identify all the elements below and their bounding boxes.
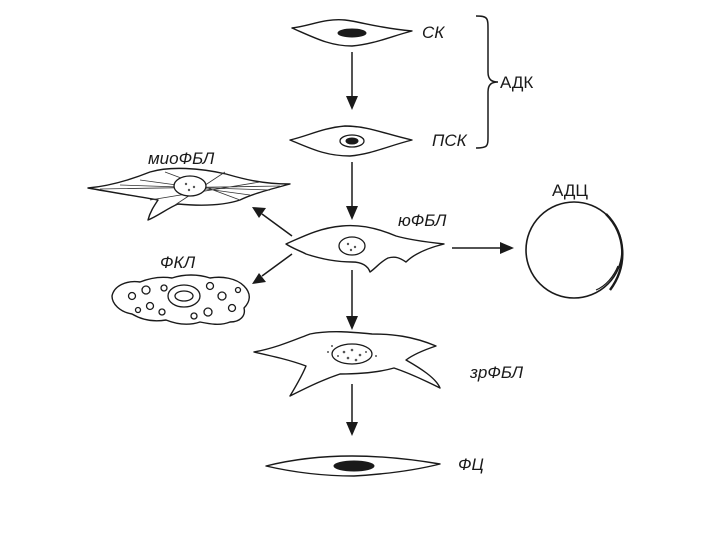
label-mio-fbl: миоФБЛ [148, 149, 215, 168]
label-fkl: ФКЛ [160, 253, 196, 272]
label-sk: СК [422, 23, 445, 42]
cell-fc [265, 455, 441, 477]
cell-adc [525, 201, 624, 299]
arrow-yufbl-zrfbl [346, 270, 358, 330]
label-zr-fbl: зрФБЛ [469, 363, 523, 382]
cell-mio-fbl [87, 167, 291, 221]
label-adk: АДК [500, 73, 533, 92]
arrow-zrfbl-fc [346, 384, 358, 436]
cell-psk [289, 125, 413, 157]
arrow-psk-yufbl [346, 162, 358, 220]
arrow-yufbl-miofbl [252, 207, 293, 237]
cell-sk [291, 18, 413, 47]
label-yu-fbl: юФБЛ [398, 211, 447, 230]
label-adc: АДЦ [552, 181, 588, 200]
cell-yu-fbl [285, 224, 445, 273]
bracket-adk [475, 15, 499, 149]
cell-fkl [111, 274, 250, 325]
cell-zr-fbl [253, 331, 441, 397]
arrow-yufbl-adc [452, 242, 514, 254]
label-fc: ФЦ [458, 455, 484, 474]
arrow-yufbl-fkl [252, 253, 293, 284]
arrow-sk-psk [346, 52, 358, 110]
label-psk: ПСК [432, 131, 468, 150]
